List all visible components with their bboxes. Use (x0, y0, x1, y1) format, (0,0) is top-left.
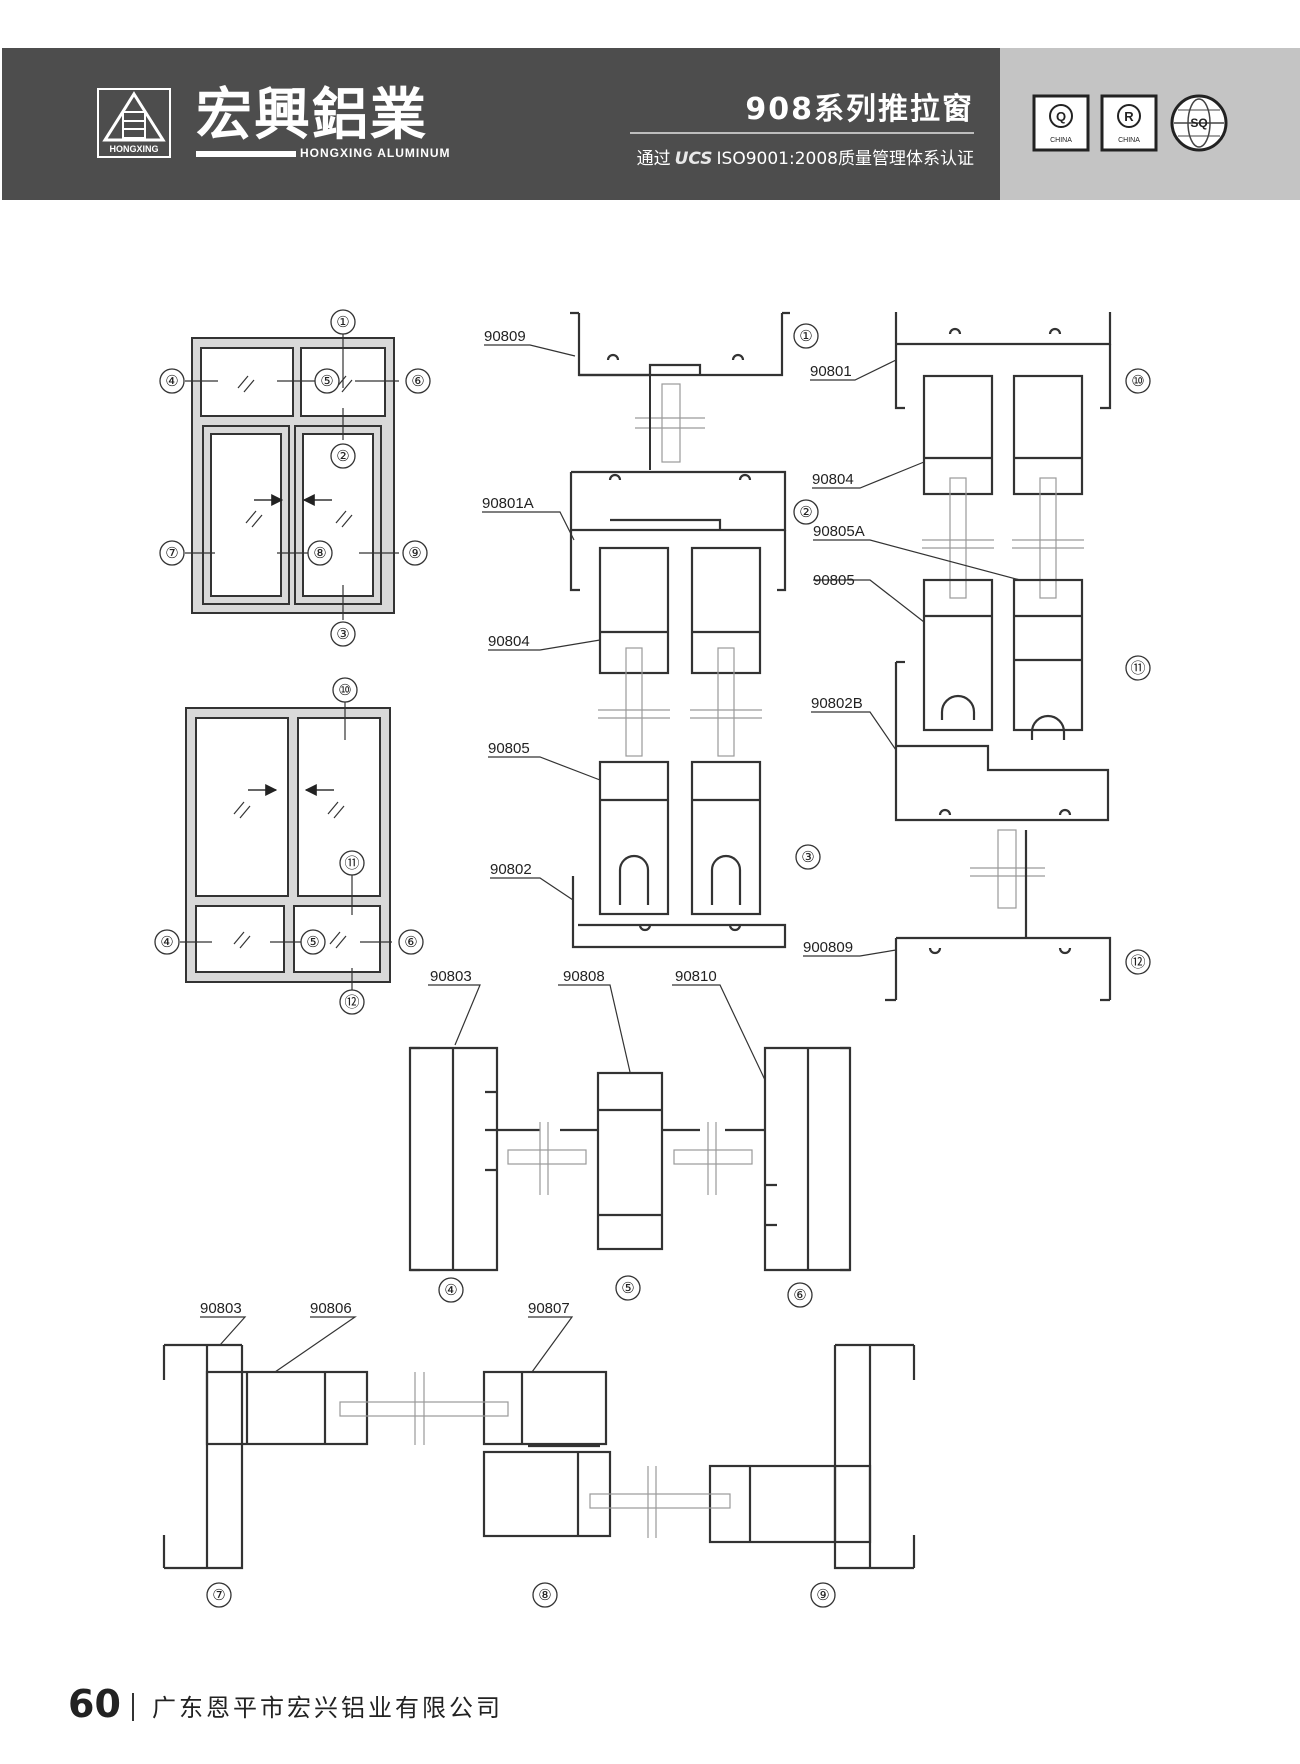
marker-section-7: ⑦ (212, 1586, 225, 1604)
profile-code-900809: 900809 (803, 939, 853, 956)
marker-section-9: ⑨ (816, 1586, 829, 1604)
section-head-1 (570, 311, 790, 377)
sq-badge-letter: SQ (1190, 116, 1207, 130)
section-interlock-5 (560, 1071, 700, 1251)
elevation-bottom-callouts (180, 700, 392, 990)
section-markers (154, 309, 1151, 1608)
marker-section-12: ⑫ (1130, 953, 1145, 971)
brand-name-cn: 宏興鋁業 (196, 82, 428, 148)
marker-elev-top-8: ⑧ (313, 544, 326, 562)
hongxing-logo-icon: HONGXING (97, 88, 171, 158)
section-10-11-glass (922, 477, 1084, 599)
marker-elev-bottom-4: ④ (160, 933, 173, 951)
marker-elev-top-2: ② (336, 447, 349, 465)
marker-elev-top-4: ④ (165, 372, 178, 390)
marker-section-4: ④ (444, 1281, 457, 1299)
marker-section-6: ⑥ (793, 1286, 806, 1304)
glass-lines-7-8-9 (339, 1372, 731, 1538)
section-jamb-6 (725, 1046, 852, 1272)
marker-section-11: ⑪ (1130, 659, 1145, 677)
q-badge-letter: Q (1056, 109, 1066, 124)
sq-globe-badge-icon: SQ (1170, 94, 1228, 152)
r-badge-letter: R (1124, 109, 1134, 124)
profile-code-90807: 90807 (528, 1300, 570, 1317)
section-sill-3 (571, 760, 787, 949)
profile-code-90802: 90802 (490, 861, 532, 878)
marker-section-8: ⑧ (538, 1586, 551, 1604)
profile-code-90803-mid: 90803 (430, 968, 472, 985)
q-badge-label: CHINA (1050, 137, 1072, 144)
elevation-top-callouts (185, 334, 399, 620)
marker-section-5: ⑤ (621, 1279, 634, 1297)
brand-underline (196, 151, 296, 157)
section-sash-2-glass (598, 647, 762, 757)
section-jamb-4 (408, 1046, 540, 1272)
cert-prefix: 通过 (636, 149, 671, 169)
q-china-badge-icon: Q CHINA (1032, 94, 1090, 152)
marker-elev-top-3: ③ (336, 625, 349, 643)
profile-code-90810: 90810 (675, 968, 717, 985)
page-number: 60 (68, 1682, 121, 1726)
profile-code-90806: 90806 (310, 1300, 352, 1317)
marker-elev-bottom-10: ⑩ (338, 681, 351, 699)
cert-standard: ISO9001:2008质量管理体系认证 (716, 149, 974, 169)
profile-leader-lines (200, 344, 1021, 1373)
profile-code-90804-right: 90804 (812, 471, 854, 488)
marker-section-2: ② (799, 503, 812, 521)
marker-elev-bottom-5: ⑤ (306, 933, 319, 951)
profile-code-90801a: 90801A (482, 495, 534, 512)
profile-code-90805-right: 90805 (813, 572, 855, 589)
marker-section-10: ⑩ (1131, 372, 1144, 390)
profile-code-90809: 90809 (484, 328, 526, 345)
profile-code-90803-bottom: 90803 (200, 1300, 242, 1317)
section-sash-2 (569, 470, 787, 675)
r-badge-label: CHINA (1118, 137, 1140, 144)
profile-code-90802b: 90802B (811, 695, 863, 712)
marker-section-1: ① (799, 327, 812, 345)
section-sill-11 (894, 578, 1110, 822)
section-head-10 (894, 312, 1112, 496)
section-8 (482, 1370, 612, 1538)
logo-emblem-text: HONGXING (109, 144, 158, 154)
marker-elev-top-7: ⑦ (165, 544, 178, 562)
marker-elev-bottom-12: ⑫ (344, 993, 359, 1011)
glass-lines-4-5-6 (507, 1122, 753, 1195)
marker-elev-bottom-6: ⑥ (404, 933, 417, 951)
marker-elev-top-5: ⑤ (320, 372, 333, 390)
profile-code-90808: 90808 (563, 968, 605, 985)
footer-divider (132, 1693, 134, 1721)
page-header: HONGXING 宏興鋁業 HONGXING ALUMINUM 908系列推拉窗… (0, 48, 1300, 200)
brand-name-en: HONGXING ALUMINUM (300, 146, 451, 160)
profile-code-90805a: 90805A (813, 523, 865, 540)
window-elevation-top (191, 337, 395, 614)
profile-code-labels: 90809 90801A 90804 90805 90802 90801 908… (200, 328, 865, 1317)
section-bottom-12 (885, 830, 1112, 1002)
marker-elev-top-6: ⑥ (411, 372, 424, 390)
company-name: 广东恩平市宏兴铝业有限公司 (152, 1694, 503, 1722)
header-dark-band (2, 48, 1000, 200)
section-marker-numbers: ① ④ ⑤ ⑥ ② ⑦ ⑧ ⑨ ③ ⑩ ⑪ ④ ⑤ ⑥ ⑫ ① ② ③ ⑩ ⑪ … (160, 313, 1145, 1604)
glass-line-1 (635, 375, 705, 470)
title-divider (630, 132, 974, 134)
window-elevation-bottom (185, 707, 391, 983)
glass-line-12 (970, 829, 1045, 909)
r-china-badge-icon: R CHINA (1100, 94, 1158, 152)
ucs-logo-text: UCS (674, 149, 713, 169)
series-title: 908系列推拉窗 (745, 92, 974, 127)
profile-code-90804-center: 90804 (488, 633, 530, 650)
marker-elev-top-9: ⑨ (408, 544, 421, 562)
marker-section-3: ③ (801, 848, 814, 866)
section-7 (162, 1343, 369, 1570)
marker-elev-bottom-11: ⑪ (344, 854, 359, 872)
section-9 (708, 1343, 916, 1570)
profile-code-90801: 90801 (810, 363, 852, 380)
profile-code-90805-center: 90805 (488, 740, 530, 757)
marker-elev-top-1: ① (336, 313, 349, 331)
certification-badges: Q CHINA R CHINA SQ (1032, 94, 1228, 152)
